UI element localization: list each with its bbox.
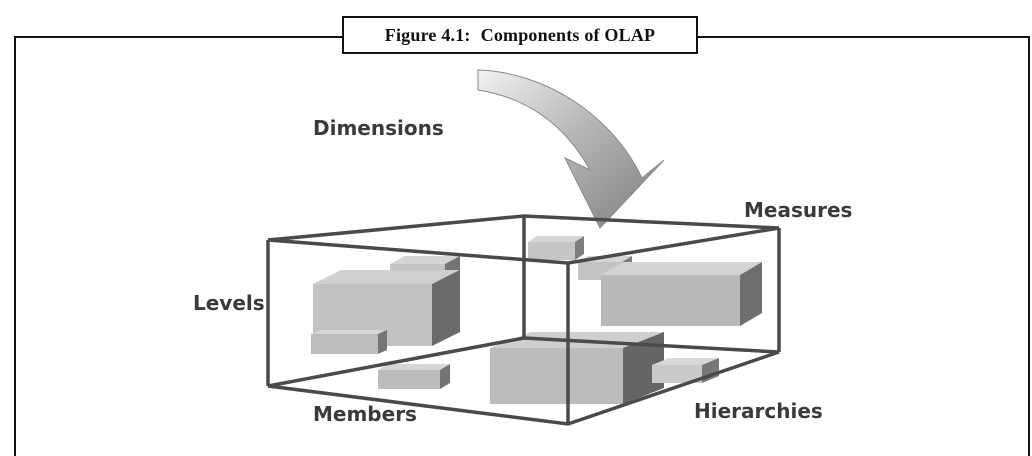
measure-cube [601, 262, 762, 326]
curved-arrow-icon [477, 69, 665, 229]
member-cube [311, 330, 387, 354]
member-cube [652, 358, 719, 383]
members-label: Members [313, 402, 417, 426]
figure-caption-title: Components of OLAP [480, 24, 656, 45]
olap-components-diagram: Dimensions Measures Levels Members Hiera… [193, 69, 852, 426]
figure-caption: Figure 4.1: Components of OLAP [342, 16, 698, 54]
measures-label: Measures [744, 198, 852, 222]
member-cube [378, 364, 450, 389]
figure-caption-label: Figure 4.1: [384, 24, 471, 45]
hierarchies-label: Hierarchies [694, 399, 823, 423]
member-cube [528, 236, 584, 260]
dimensions-label: Dimensions [313, 116, 444, 140]
olap-cube-wireframe [266, 214, 781, 426]
levels-label: Levels [193, 291, 265, 315]
